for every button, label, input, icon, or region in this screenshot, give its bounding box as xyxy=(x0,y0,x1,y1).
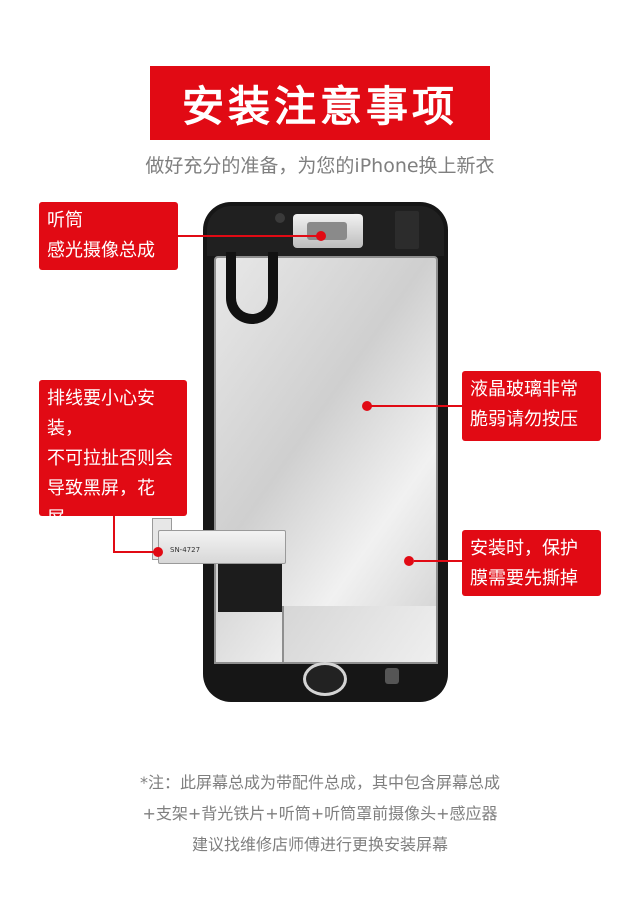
callout-dot xyxy=(316,231,326,241)
callout-line: 听筒 xyxy=(47,210,83,231)
callout-line: 脆弱请勿按压 xyxy=(470,409,578,430)
callout-line: 安装时，保护 xyxy=(470,538,578,559)
callout-connector xyxy=(178,235,320,237)
callout-film: 安装时，保护 膜需要先撕掉 xyxy=(462,530,601,596)
callout-earpiece: 听筒 感光摄像总成 xyxy=(39,202,178,270)
callout-connector xyxy=(414,560,462,562)
callout-line: 不显示 xyxy=(47,538,101,559)
callout-cable: 排线要小心安装， 不可拉扯否则会 导致黑屏，花屏、 不显示 xyxy=(39,380,187,559)
callout-dot xyxy=(153,547,163,557)
callout-connector xyxy=(113,551,155,553)
subtitle: 做好充分的准备，为您的iPhone换上新衣 xyxy=(145,155,495,177)
screw-icon xyxy=(385,668,399,684)
backlight-shield-lower-left xyxy=(214,612,286,664)
callout-glass: 液晶玻璃非常 脆弱请勿按压 xyxy=(462,371,601,441)
callout-line: 膜需要先撕掉 xyxy=(470,568,578,589)
callout-dot xyxy=(362,401,372,411)
page-title: 安装注意事项 xyxy=(181,81,458,131)
camera-flex-cable xyxy=(226,252,278,324)
backlight-shield-lower xyxy=(282,606,438,664)
callout-line: 导致黑屏，花屏、 xyxy=(47,478,155,529)
footnote-line: *注：此屏幕总成为带配件总成，其中包含屏幕总成 xyxy=(139,773,500,792)
footnote-line: 建议找维修店师傅进行更换安装屏幕 xyxy=(191,835,448,854)
home-button-ring xyxy=(303,662,347,696)
title-banner: 安装注意事项 xyxy=(150,66,490,140)
callout-connector xyxy=(370,405,462,407)
shield-cutout xyxy=(218,560,282,614)
callout-line: 不可拉扯否则会 xyxy=(47,448,173,469)
top-bracket xyxy=(395,211,419,249)
callout-dot xyxy=(404,556,414,566)
callout-connector xyxy=(113,516,115,552)
earpiece-speaker xyxy=(307,222,347,240)
callout-line: 排线要小心安装， xyxy=(47,388,155,439)
callout-line: 液晶玻璃非常 xyxy=(470,379,578,400)
sensor-icon xyxy=(275,213,285,223)
callout-line: 感光摄像总成 xyxy=(47,240,155,261)
ribbon-label: SN-4727 xyxy=(170,546,201,554)
display-ribbon-cable xyxy=(158,530,286,564)
footnote-line: +支架+背光铁片+听筒+听筒罩前摄像头+感应器 xyxy=(142,804,498,823)
